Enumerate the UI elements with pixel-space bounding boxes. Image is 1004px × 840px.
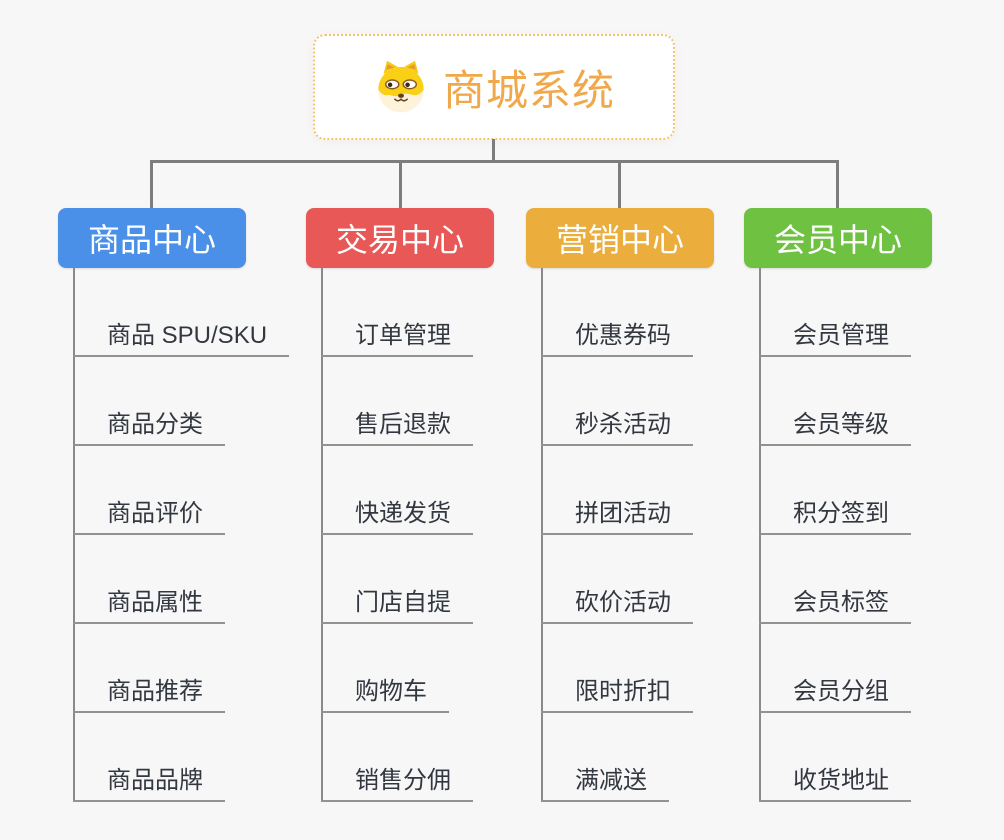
connector-drop bbox=[399, 160, 402, 208]
leaf-node[interactable]: 商品 SPU/SKU bbox=[73, 321, 290, 357]
leaf-node[interactable]: 购物车 bbox=[321, 677, 449, 713]
leaf-node[interactable]: 订单管理 bbox=[321, 321, 473, 357]
branch-node[interactable]: 营销中心 bbox=[526, 208, 714, 268]
branch-node[interactable]: 会员中心 bbox=[744, 208, 932, 268]
branch-column: 交易中心 订单管理售后退款快递发货门店自提购物车销售分佣 bbox=[306, 208, 576, 808]
branch-label: 营销中心 bbox=[555, 222, 684, 258]
branch-label: 交易中心 bbox=[335, 222, 464, 258]
leaf-node[interactable]: 商品推荐 bbox=[73, 677, 225, 713]
leaf-node[interactable]: 商品评价 bbox=[73, 499, 225, 535]
branch-column: 营销中心 优惠券码秒杀活动拼团活动砍价活动限时折扣满减送 bbox=[526, 208, 796, 808]
branch-column: 会员中心 会员管理会员等级积分签到会员标签会员分组收货地址 bbox=[744, 208, 1004, 808]
leaf-node[interactable]: 门店自提 bbox=[321, 588, 473, 624]
branch-column: 商品中心 商品 SPU/SKU 商品分类商品评价商品属性商品推荐商品品牌 bbox=[58, 208, 328, 808]
leaf-node[interactable]: 砍价活动 bbox=[541, 588, 693, 624]
connector-drop bbox=[836, 160, 839, 208]
root-node[interactable]: 商城系统 bbox=[313, 34, 675, 140]
leaf-node[interactable]: 限时折扣 bbox=[541, 677, 693, 713]
leaf-node[interactable]: 秒杀活动 bbox=[541, 410, 693, 446]
leaf-node[interactable]: 积分签到 bbox=[759, 499, 911, 535]
branch-node[interactable]: 交易中心 bbox=[306, 208, 494, 268]
leaf-node[interactable]: 会员分组 bbox=[759, 677, 911, 713]
connector-horizontal bbox=[151, 160, 839, 163]
leaf-node[interactable]: 商品分类 bbox=[73, 410, 225, 446]
leaf-node[interactable]: 会员管理 bbox=[759, 321, 911, 357]
leaf-node[interactable]: 销售分佣 bbox=[321, 766, 473, 802]
leaf-node[interactable]: 拼团活动 bbox=[541, 499, 693, 535]
branch-label: 商品中心 bbox=[87, 222, 216, 258]
root-title: 商城系统 bbox=[442, 66, 615, 114]
leaf-node[interactable]: 售后退款 bbox=[321, 410, 473, 446]
leaf-node[interactable]: 会员等级 bbox=[759, 410, 911, 446]
connector-drop bbox=[618, 160, 621, 208]
leaf-node[interactable]: 优惠券码 bbox=[541, 321, 693, 357]
branch-label: 会员中心 bbox=[773, 222, 902, 258]
leaf-node[interactable]: 快递发货 bbox=[321, 499, 473, 535]
dog-face-icon bbox=[378, 60, 424, 113]
connector-drop bbox=[150, 160, 153, 208]
leaf-node[interactable]: 商品属性 bbox=[73, 588, 225, 624]
leaf-node[interactable]: 收货地址 bbox=[759, 766, 911, 802]
leaf-node[interactable]: 满减送 bbox=[541, 766, 669, 802]
leaf-node[interactable]: 会员标签 bbox=[759, 588, 911, 624]
leaf-node[interactable]: 商品品牌 bbox=[73, 766, 225, 802]
branch-node[interactable]: 商品中心 bbox=[58, 208, 246, 268]
root-stem-connector bbox=[492, 139, 495, 162]
